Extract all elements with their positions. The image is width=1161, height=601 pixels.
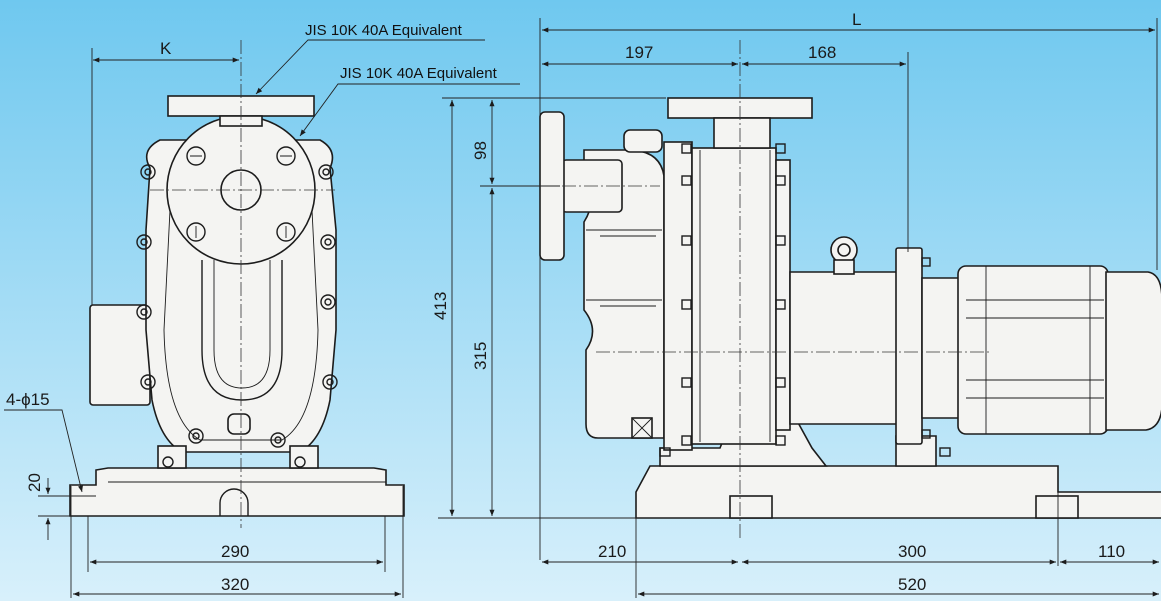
discharge-callout: JIS 10K 40A Equivalent <box>305 22 463 39</box>
side-view-dimensions <box>438 18 1159 598</box>
side-view-pump <box>539 40 1161 540</box>
dim-520: 520 <box>898 575 926 594</box>
dim-413: 413 <box>431 292 450 320</box>
front-view-pump <box>69 40 405 528</box>
dim-197: 197 <box>625 43 653 62</box>
dim-l: L <box>852 10 861 29</box>
dim-base-height: 20 <box>25 473 44 492</box>
dim-110: 110 <box>1098 542 1125 561</box>
dim-k: K <box>160 39 172 58</box>
dim-bolt-holes: 4-ϕ15 <box>6 390 50 409</box>
dim-98: 98 <box>471 141 490 160</box>
dim-168: 168 <box>808 43 836 62</box>
dim-210: 210 <box>598 542 626 561</box>
text-labels: JIS 10K 40A Equivalent JIS 10K 40A Equiv… <box>6 10 1125 594</box>
front-view-dimensions <box>4 48 404 598</box>
callout-leaders <box>255 39 520 137</box>
dim-300: 300 <box>898 542 926 561</box>
suction-callout: JIS 10K 40A Equivalent <box>340 65 498 82</box>
dim-base-width: 320 <box>221 575 249 594</box>
dim-mount-span: 290 <box>221 542 249 561</box>
dim-315: 315 <box>471 342 490 370</box>
